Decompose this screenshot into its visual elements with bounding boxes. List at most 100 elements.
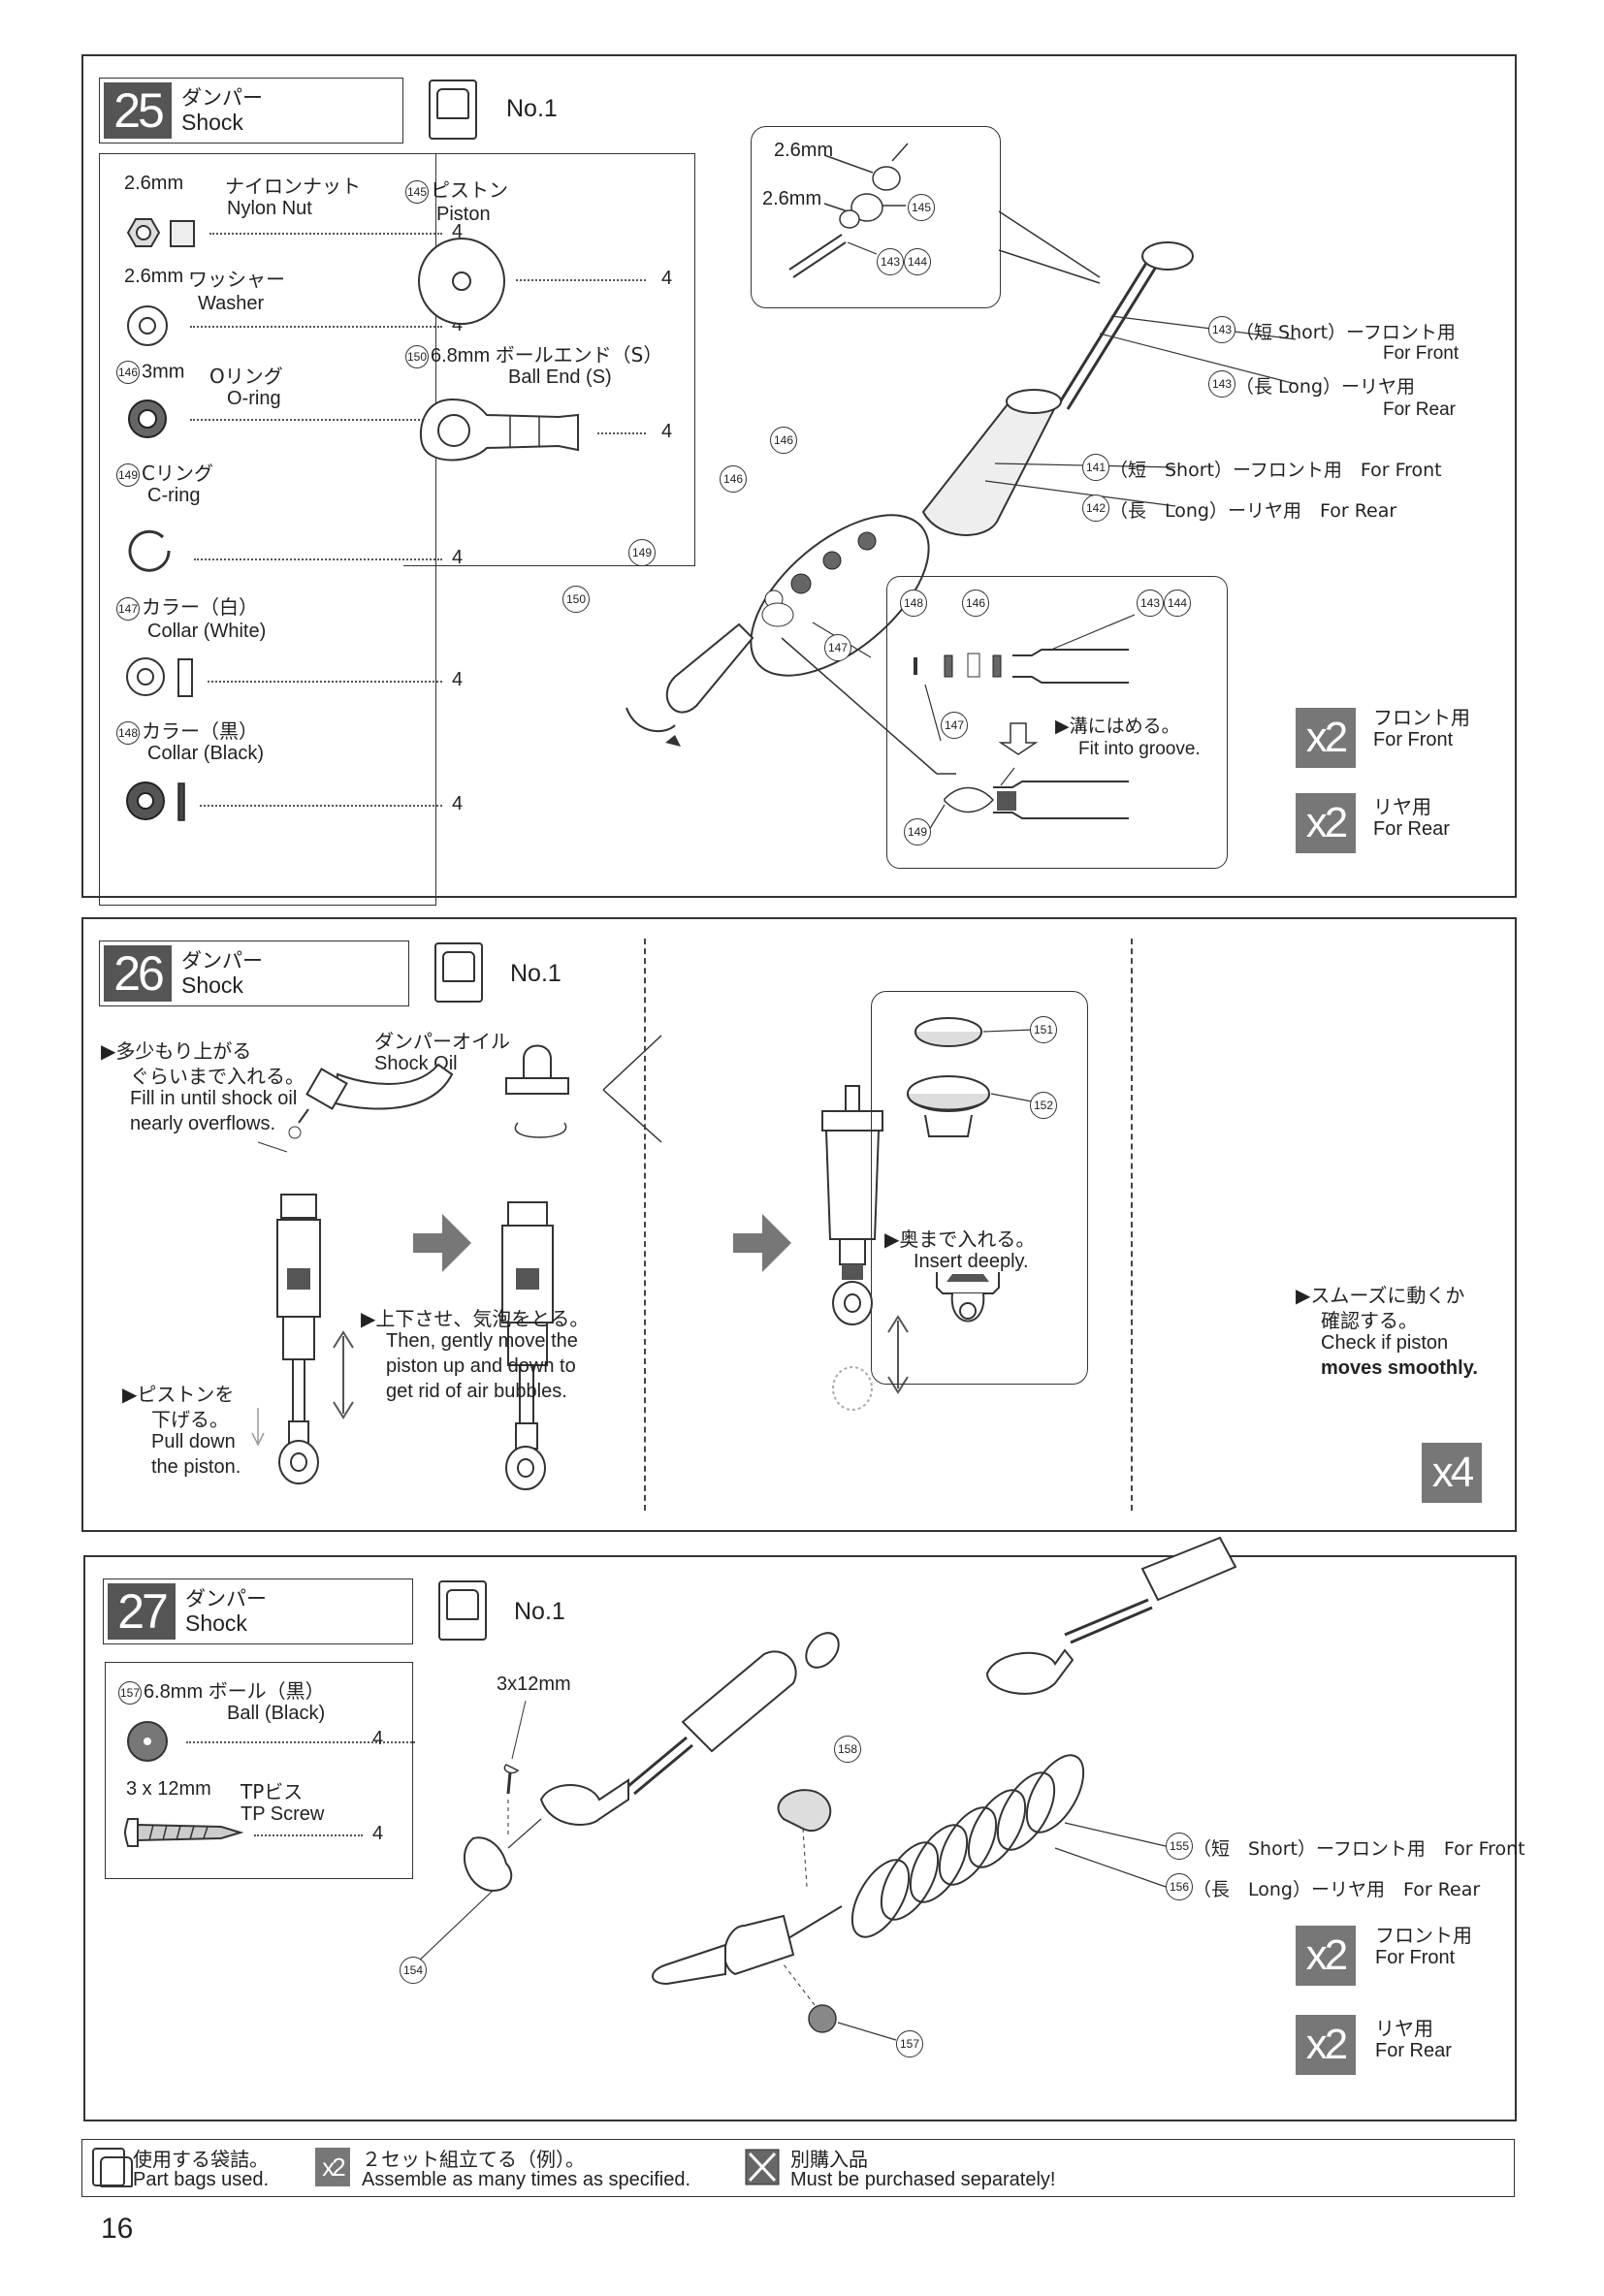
part-name-en: Collar (White): [147, 621, 267, 642]
ref-148: 148: [900, 590, 927, 617]
badge-en: For Front: [1373, 729, 1454, 750]
part-bag-icon: [92, 2148, 133, 2187]
divider: [644, 939, 646, 1511]
ref-149: 149: [628, 539, 656, 566]
legend-set-jp: ２セット組立てる（例）。: [362, 2148, 585, 2171]
ref-144: 144: [1164, 590, 1191, 617]
step-title-en: Shock: [181, 973, 243, 998]
piston-icon: [418, 238, 505, 325]
part-name-en: Collar (Black): [147, 743, 265, 764]
pull-note-en1: Pull down: [151, 1431, 236, 1452]
ref-158: 158: [834, 1736, 861, 1763]
part-name-jp: ナイロンナット: [225, 175, 361, 198]
ref-142: 142: [1082, 494, 1109, 522]
shaft-long-label: （長 Long）ーリヤ用: [1235, 376, 1416, 398]
insert-detail-drawing: [907, 1017, 1033, 1323]
multiplier-badge: x2: [1296, 708, 1356, 768]
legend-sep-jp: 別購入品: [790, 2148, 868, 2171]
bag-label: No.1: [506, 95, 558, 122]
ref-number: 145: [405, 179, 429, 204]
part-size: 6.8mm: [431, 345, 491, 367]
check-note-jp1: ▶スムーズに動くか: [1296, 1284, 1465, 1307]
page-number: 16: [101, 2213, 134, 2245]
ref-157: 157: [896, 2030, 923, 2057]
body-short-label: （短 Short）ーフロント用 For Front: [1109, 460, 1442, 481]
ref-144: 144: [904, 248, 931, 275]
nylon-nut-icon: [126, 218, 195, 247]
ref-146: 146: [720, 465, 747, 493]
step-number: 27: [108, 1583, 176, 1640]
part-name-jp: ボール（黒）: [208, 1679, 325, 1703]
multiplier-badge: x2: [1296, 1926, 1356, 1986]
multiplier-badge: x2: [1296, 793, 1356, 853]
insert-text: 奥まで入れる。: [899, 1228, 1036, 1251]
part-name-jp: カラー（白）: [142, 595, 258, 619]
fill-note-en1: Fill in until shock oil: [130, 1088, 298, 1109]
ref-146: 146: [962, 590, 989, 617]
shaft-short-en: For Front: [1383, 343, 1460, 364]
check-note-en1: Check if piston: [1321, 1332, 1449, 1354]
shaft-short-label: （短 Short）ーフロント用: [1235, 322, 1456, 343]
badge-jp: フロント用: [1375, 1924, 1472, 1947]
detail-a-drawing: [788, 143, 909, 278]
part-qty: 4: [372, 1728, 384, 1749]
insert-note-en: Insert deeply.: [914, 1251, 1029, 1272]
ref-number: 150: [405, 344, 429, 368]
part-name-jp: ボールエンド（S）: [495, 343, 663, 367]
legend-bag-jp: 使用する袋詰。: [133, 2148, 269, 2171]
legend-bar: 使用する袋詰。 Part bags used. x2 ２セット組立てる（例）。 …: [81, 2139, 1515, 2197]
move-text: 上下させ、気泡をとる。: [375, 1307, 590, 1330]
fill-text: 多少もり上がる: [115, 1039, 252, 1063]
step-title-jp: ダンパー: [181, 86, 263, 110]
step-27-header: 27 ダンパー Shock: [103, 1578, 413, 1644]
ref-155: 155: [1166, 1833, 1193, 1860]
insert-note-jp: ▶奥まで入れる。: [884, 1228, 1036, 1251]
step-title-en: Shock: [181, 110, 243, 135]
spring-long-label: （長 Long）ーリヤ用 For Rear: [1193, 1879, 1481, 1900]
part-size: 2.6mm: [124, 266, 184, 287]
tp-screw-icon: [124, 1818, 244, 1847]
part-name-en: Washer: [198, 293, 265, 314]
ball-black-icon: [127, 1721, 168, 1762]
ref-147: 147: [941, 712, 968, 739]
multiplier-badge: x2: [1296, 2015, 1356, 2075]
detail-b-drawing: [914, 614, 1136, 831]
o-ring-icon: [128, 399, 167, 438]
step-25-panel: 25 ダンパー Shock No.1 2.6mm ナイロンナット Nylon N…: [81, 54, 1517, 906]
ref-145: 145: [908, 194, 935, 221]
parts-list-27: [105, 1662, 413, 1879]
fill-note-en2: nearly overflows.: [130, 1113, 276, 1134]
part-name-en: C-ring: [147, 485, 201, 506]
part-qty: 4: [661, 268, 673, 289]
part-qty: 4: [452, 221, 464, 242]
ref-number: 148: [116, 720, 140, 745]
parts-list-25: [99, 153, 436, 906]
ref-143: 143: [1137, 590, 1164, 617]
step-number: 26: [104, 945, 172, 1002]
badge-en: For Rear: [1373, 818, 1450, 840]
part-name-jp: Cリング: [142, 462, 213, 485]
part-name-en: Ball (Black): [227, 1703, 326, 1724]
move-note-jp: ▶上下させ、気泡をとる。: [361, 1307, 590, 1330]
part-size: 2.6mm: [124, 173, 184, 194]
step-title-jp: ダンパー: [185, 1587, 267, 1610]
pull-text: ピストンを: [137, 1383, 235, 1406]
part-name-en: Nylon Nut: [227, 198, 312, 219]
pull-note-jp1: ▶ピストンを: [122, 1383, 235, 1406]
legend-bag-en: Part bags used.: [133, 2169, 270, 2190]
insert-detail-box: [871, 991, 1088, 1385]
ref-number: 157: [118, 1680, 142, 1705]
part-name-en: O-ring: [227, 388, 281, 409]
divider: [1131, 939, 1133, 1511]
ref-146: 146: [770, 427, 797, 454]
purchase-separately-icon: [745, 2149, 780, 2185]
move-note-en3: get rid of air bubbles.: [386, 1381, 567, 1402]
pull-note-en2: the piston.: [151, 1456, 241, 1478]
detail-b-jp: ▶溝にはめる。: [1055, 716, 1180, 737]
